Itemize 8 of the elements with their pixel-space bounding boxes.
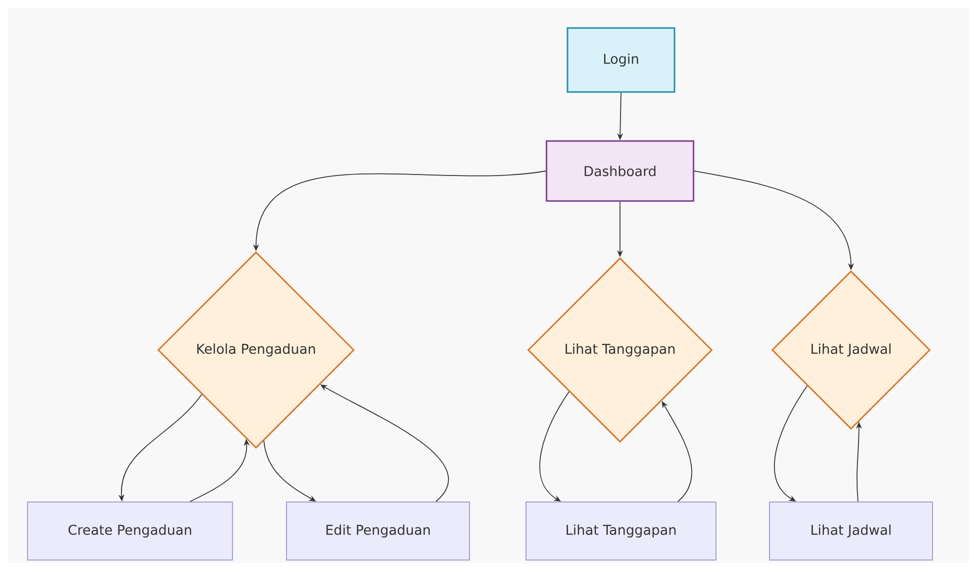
process-box: Edit Pengaduan (286, 502, 470, 560)
process-box: Lihat Tanggapan (526, 502, 716, 560)
arrow (539, 391, 570, 502)
arrow (774, 385, 808, 502)
login-box: Login (566, 27, 676, 93)
process-box: Create Pengaduan (27, 502, 233, 560)
process-box: Lihat Jadwal (769, 502, 933, 560)
dashboard-box: Dashboard (546, 140, 694, 202)
